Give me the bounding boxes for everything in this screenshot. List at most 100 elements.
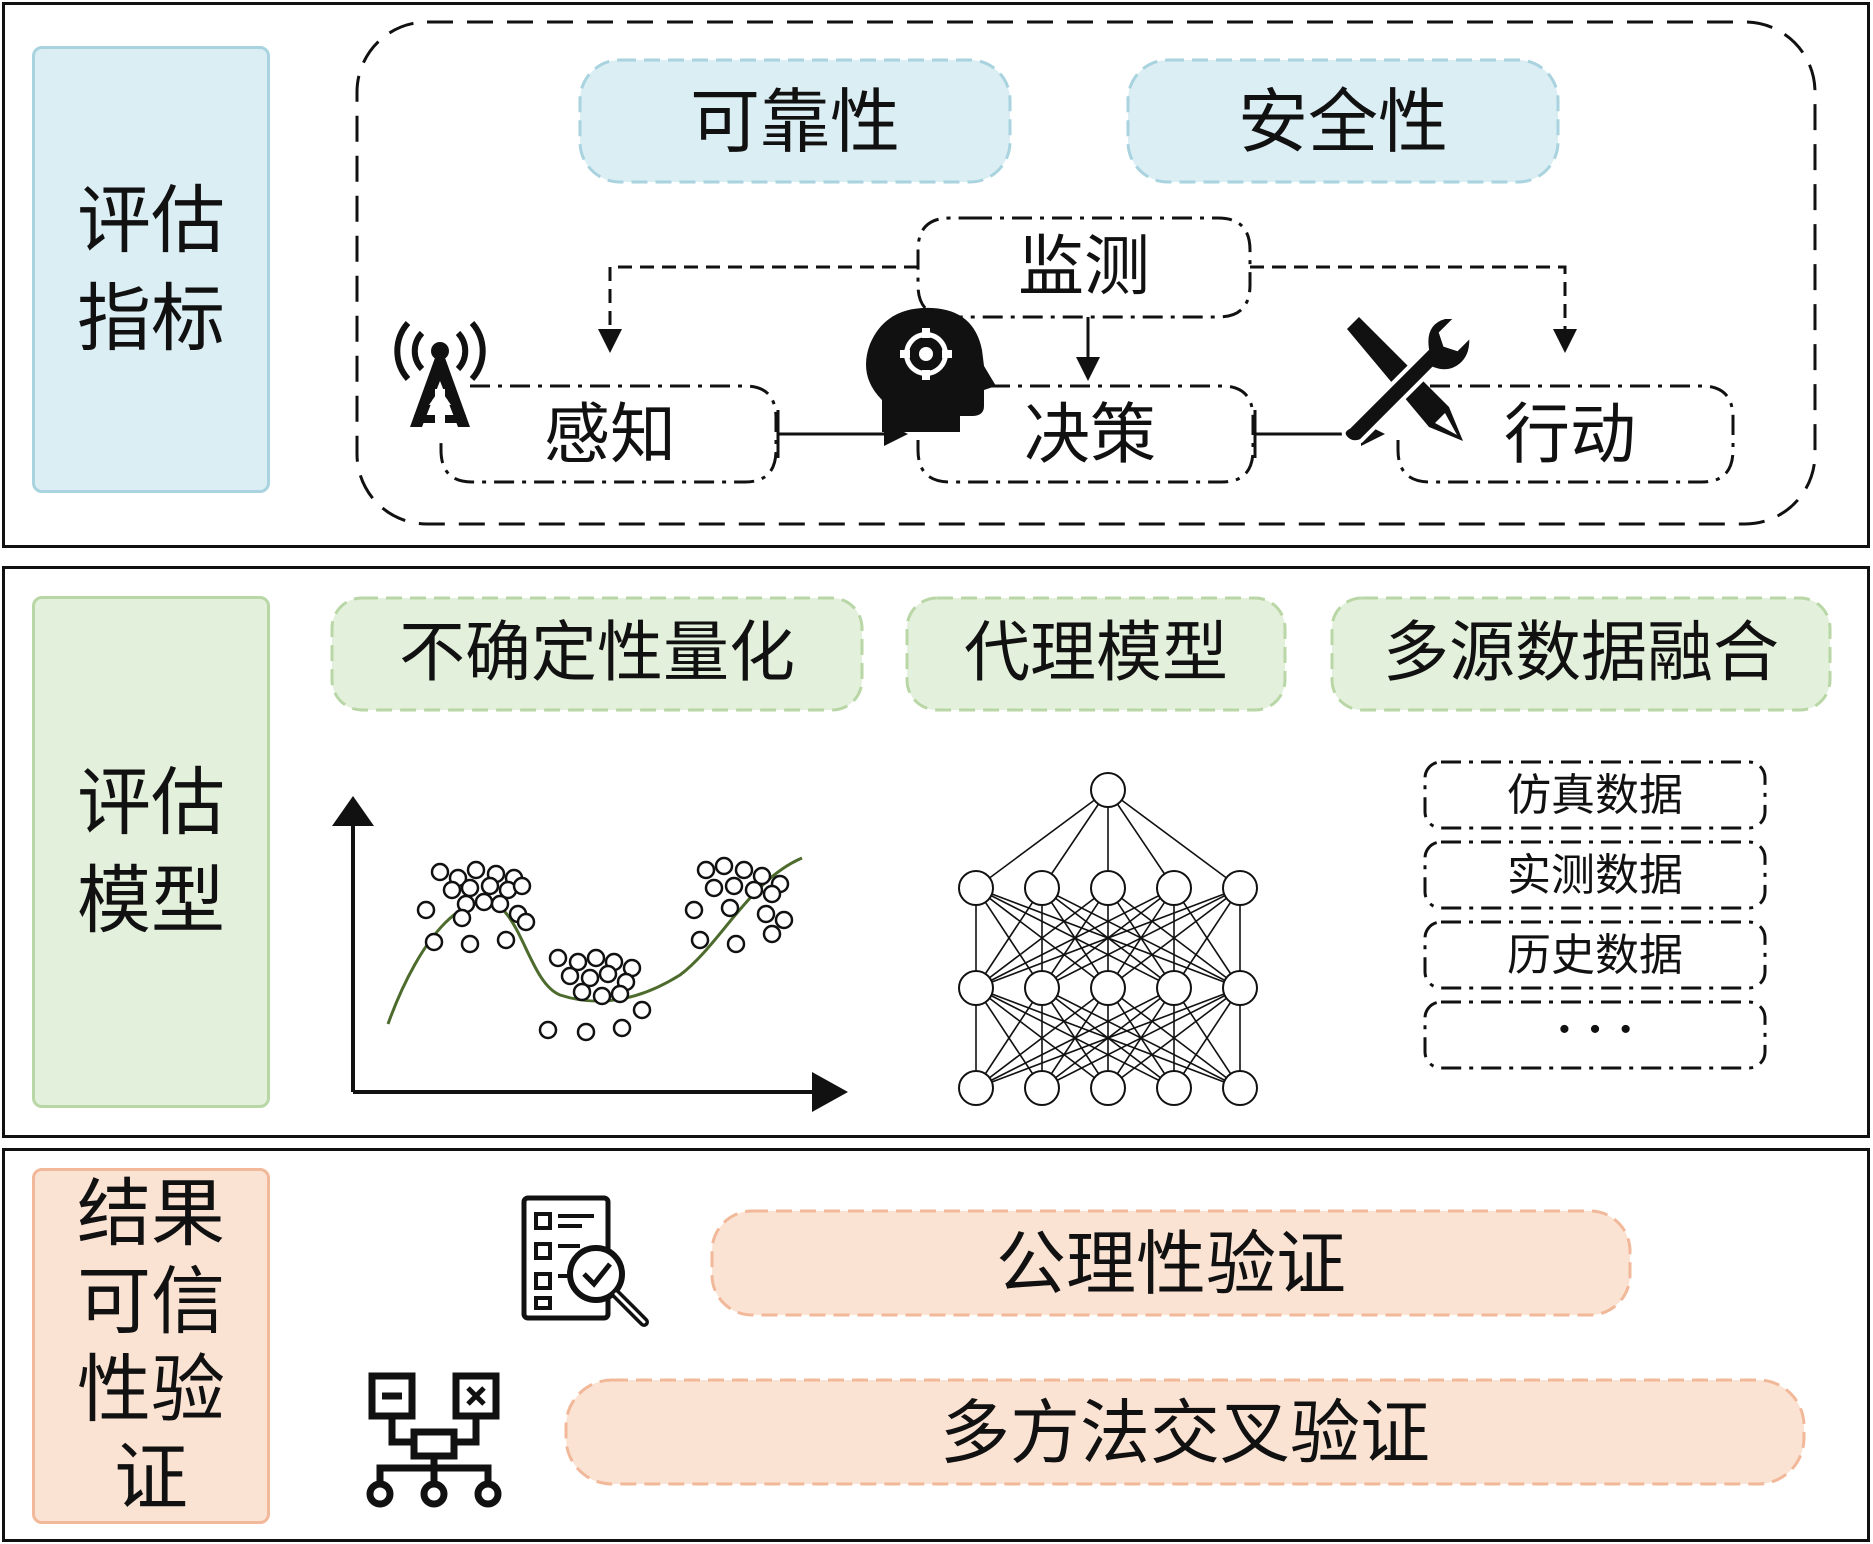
data-source-box-historical	[1423, 920, 1767, 990]
nn-node	[1222, 870, 1258, 906]
nn-node	[1024, 870, 1060, 906]
nn-node	[958, 870, 994, 906]
scatter-dot	[690, 930, 710, 950]
perception-label: 感知	[544, 396, 676, 473]
scatter-dot	[580, 968, 600, 988]
scatter-dot	[704, 878, 724, 898]
uncertainty-quantification-box	[330, 596, 864, 712]
multi-source-fusion-label: 多源数据融合	[1383, 614, 1779, 691]
nn-node	[1090, 970, 1126, 1006]
scatter-dot	[480, 876, 500, 896]
scatter-dot	[696, 860, 716, 880]
axiomatic-verification-box	[710, 1209, 1632, 1317]
scatter-dot	[474, 892, 494, 912]
nn-node	[1222, 970, 1258, 1006]
scatter-dot	[774, 910, 794, 930]
nn-node	[958, 1070, 994, 1106]
head-gear-icon	[866, 307, 996, 432]
scatter-dot	[512, 876, 532, 896]
scatter-dot	[452, 908, 472, 928]
decision-box	[916, 384, 1255, 484]
scatter-dot	[592, 986, 612, 1006]
scatter-dot	[726, 934, 746, 954]
data-source-measured: 实测数据	[1507, 850, 1683, 901]
scatter-dot	[756, 904, 776, 924]
scatter-dot	[598, 964, 618, 984]
scatter-dot	[430, 862, 450, 882]
cross-verification-box	[564, 1378, 1806, 1486]
nn-node	[1024, 1070, 1060, 1106]
nn-node	[958, 970, 994, 1006]
scatter-dot	[576, 1022, 596, 1042]
data-source-box-more	[1423, 1000, 1767, 1070]
scatter-dot	[568, 952, 588, 972]
perception-box	[439, 384, 778, 484]
network-hierarchy-icon	[366, 1372, 502, 1508]
scatter-dot	[460, 934, 480, 954]
decision-label: 决策	[1024, 396, 1156, 473]
wrench-pencil-icon	[1341, 315, 1474, 445]
panel-evaluation-model	[2, 566, 1870, 1138]
nn-node	[1024, 970, 1060, 1006]
scatter-dot	[442, 880, 462, 900]
surrogate-model-box	[905, 596, 1287, 712]
uncertainty-quantification-label: 不确定性量化	[399, 614, 795, 691]
data-source-simulation: 仿真数据	[1507, 770, 1683, 821]
scatter-dot	[516, 912, 536, 932]
monitor-label: 监测	[1018, 228, 1150, 305]
cross-verification-label: 多方法交叉验证	[940, 1392, 1430, 1474]
scatter-dot	[720, 898, 740, 918]
data-source-box-simulation	[1423, 760, 1767, 830]
scatter-dot	[460, 878, 480, 898]
neural-network-icon	[958, 772, 1258, 1106]
scatter-dot	[490, 894, 510, 914]
data-source-box-measured	[1423, 840, 1767, 910]
surrogate-model-label: 代理模型	[964, 614, 1228, 691]
nn-node	[1090, 870, 1126, 906]
axiomatic-verification-label: 公理性验证	[996, 1223, 1346, 1305]
scatter-dot	[466, 860, 486, 880]
reliability-label: 可靠性	[690, 81, 900, 163]
metrics-dashed-frame	[355, 20, 1817, 526]
checklist-magnifier-icon	[521, 1195, 649, 1327]
panel-result-verification	[2, 1148, 1870, 1542]
action-label: 行动	[1504, 396, 1636, 473]
scatter-dot	[538, 1020, 558, 1040]
section-label-verification: 结果 可信 性验 证	[32, 1168, 270, 1524]
scatter-dot	[612, 1018, 632, 1038]
safety-label: 安全性	[1238, 81, 1448, 163]
scatter-dot	[572, 982, 592, 1002]
scatter-dot	[762, 884, 782, 904]
scatter-dot	[734, 860, 754, 880]
scatter-dot	[762, 924, 782, 944]
scatter-dot	[424, 932, 444, 952]
monitor-to-action-arrow	[1250, 265, 1577, 353]
nn-node	[1090, 1070, 1126, 1106]
action-box	[1396, 384, 1735, 484]
monitor-box	[916, 216, 1252, 319]
scatter-dot	[610, 984, 630, 1004]
scatter-dot	[560, 966, 580, 986]
nn-node	[1156, 870, 1192, 906]
monitor-to-perception-arrow	[598, 265, 918, 353]
nn-node	[1222, 1070, 1258, 1106]
scatter-dot	[684, 900, 704, 920]
section-label-model: 评估 模型	[32, 596, 270, 1108]
scatter-dot	[548, 948, 568, 968]
reliability-box	[578, 58, 1012, 184]
data-source-more: · · ·	[1556, 1004, 1634, 1055]
section-label-metrics: 评估 指标	[32, 46, 270, 493]
scatter-curve-icon	[332, 796, 848, 1112]
nn-node	[1090, 772, 1126, 808]
scatter-dot	[586, 948, 606, 968]
scatter-dot	[724, 876, 744, 896]
nn-node	[1156, 1070, 1192, 1106]
nn-node	[1156, 970, 1192, 1006]
scatter-dot	[496, 930, 516, 950]
radio-tower-icon	[394, 321, 486, 427]
scatter-dot	[744, 880, 764, 900]
scatter-dot	[714, 856, 734, 876]
panel-evaluation-metrics	[2, 2, 1870, 548]
